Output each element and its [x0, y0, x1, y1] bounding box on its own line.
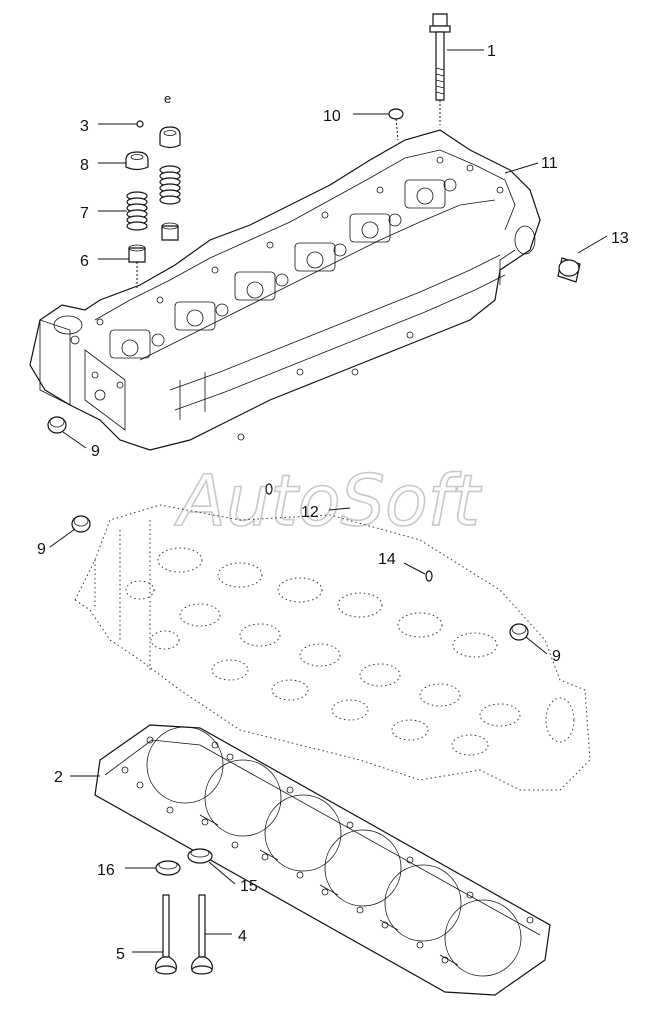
head-bolt — [429, 13, 451, 125]
valve-seat-insert-intake — [155, 860, 181, 876]
valve-exhaust — [191, 894, 213, 975]
callout-13: 13 — [611, 230, 629, 247]
callout-14: 14 — [378, 551, 396, 568]
small-letter-e: e — [164, 91, 171, 106]
callout-11: 11 — [541, 155, 558, 172]
callout-10: 10 — [323, 108, 341, 125]
valve-spring-left — [126, 191, 148, 231]
callout-9-head: 9 — [91, 443, 100, 460]
expansion-plug-right — [557, 257, 581, 283]
callout-15: 15 — [240, 878, 258, 895]
spring-retainer-left — [125, 151, 149, 171]
watermark-text: AutoSoft — [174, 460, 482, 542]
valve-intake — [155, 894, 177, 975]
callout-1: 1 — [487, 43, 496, 60]
spring-retainer-right — [159, 126, 181, 149]
o-ring — [388, 108, 404, 120]
callout-3: 3 — [80, 118, 89, 135]
valve-seat-insert-exhaust — [187, 848, 213, 864]
callout-4: 4 — [238, 928, 247, 945]
head-gasket — [94, 724, 551, 996]
valve-spring-right — [159, 165, 181, 205]
expansion-plug-block-left — [71, 515, 91, 533]
expansion-plug-block-right — [509, 623, 529, 641]
engine-block-outline — [74, 504, 591, 791]
cylinder-head — [29, 129, 541, 451]
callout-9-block-right: 9 — [552, 648, 561, 665]
callout-leaders — [49, 49, 608, 953]
callout-8: 8 — [80, 157, 89, 174]
dowel-pin — [265, 483, 273, 495]
callout-12: 12 — [301, 504, 319, 521]
callout-5: 5 — [116, 946, 125, 963]
callout-6: 6 — [80, 253, 89, 270]
small-o-ring — [425, 570, 433, 582]
callout-2: 2 — [54, 769, 63, 786]
valve-keeper-left — [136, 120, 144, 128]
callout-16: 16 — [97, 862, 115, 879]
valve-stem-seal-left — [128, 244, 146, 263]
callout-9-block-left: 9 — [37, 541, 46, 558]
valve-stem-seal-right — [161, 222, 179, 241]
callout-7: 7 — [80, 205, 89, 222]
expansion-plug-left — [47, 416, 67, 434]
